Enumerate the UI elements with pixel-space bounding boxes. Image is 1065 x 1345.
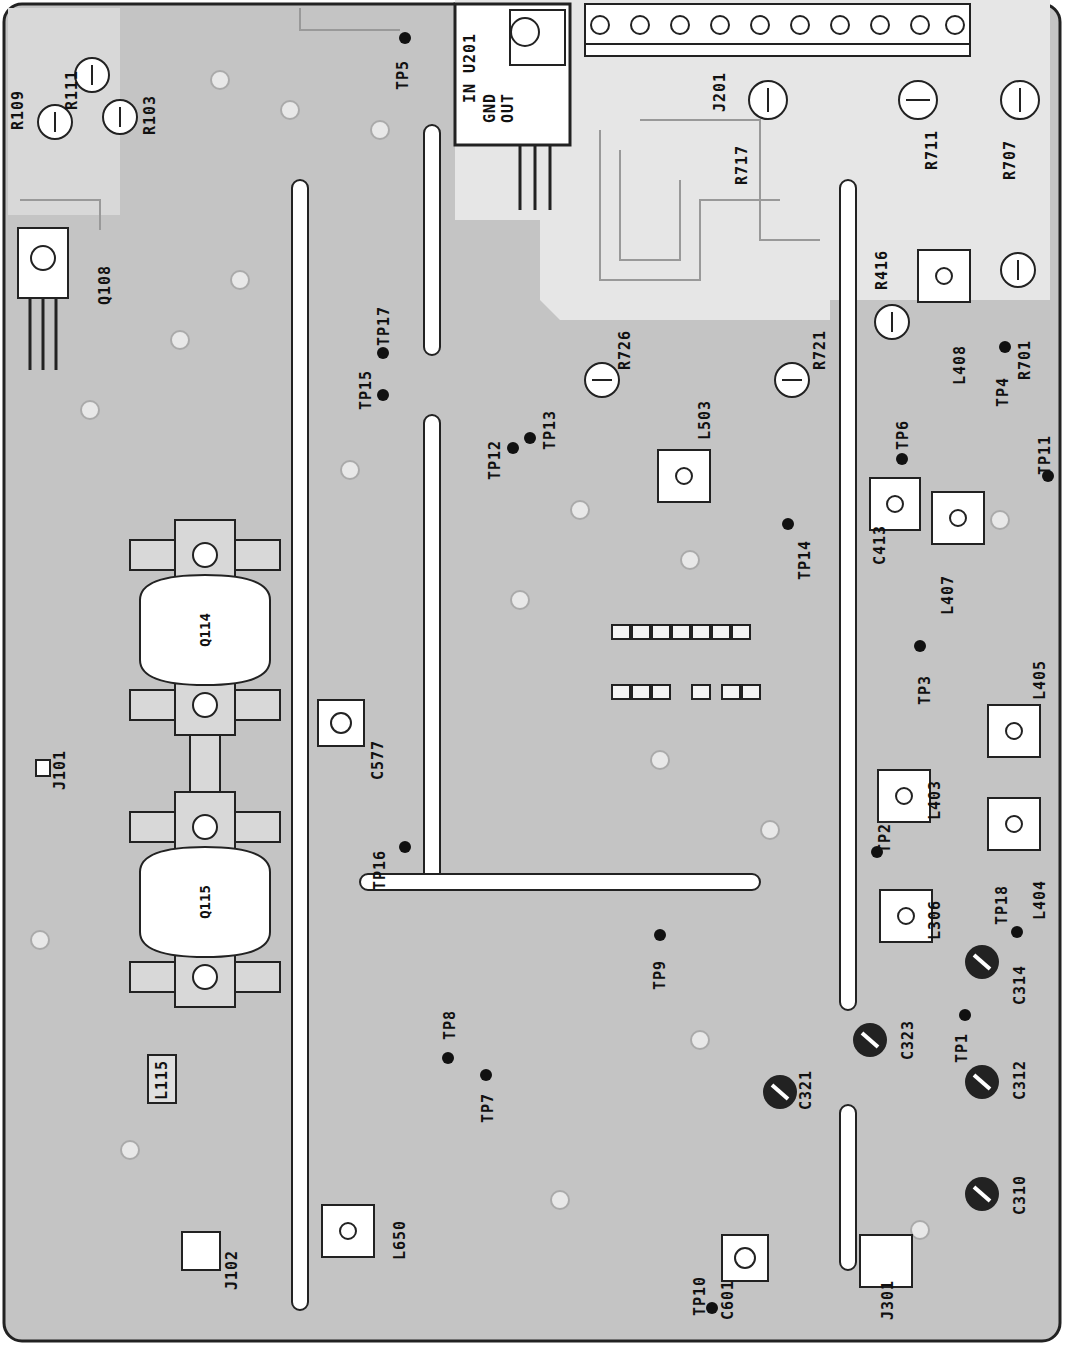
part-label: R103: [143, 95, 158, 135]
part-label: R721: [813, 330, 828, 370]
part-label: TP18: [995, 885, 1010, 925]
part-label: R111: [65, 70, 80, 110]
part-label: TP15: [359, 370, 374, 410]
part-label: R416: [875, 250, 890, 290]
part-label: TP6: [896, 420, 911, 450]
part-label: J102: [225, 1250, 240, 1290]
part-label: GND: [483, 93, 498, 123]
part-label: L408: [953, 345, 968, 385]
part-label: TP7: [481, 1093, 496, 1123]
part-label: C323: [901, 1020, 916, 1060]
part-label: L403: [928, 780, 943, 820]
part-label: R109: [11, 90, 26, 130]
part-label: C577: [371, 740, 386, 780]
part-label: C312: [1013, 1060, 1028, 1100]
part-label: TP3: [918, 675, 933, 705]
part-label: IN U201: [463, 33, 478, 103]
part-label: TP8: [443, 1010, 458, 1040]
part-label: TP16: [373, 850, 388, 890]
part-label: R717: [735, 145, 750, 185]
part-label: TP14: [798, 540, 813, 580]
part-label: L405: [1033, 660, 1048, 700]
part-label: J301: [881, 1280, 896, 1320]
part-label: L407: [941, 575, 956, 615]
part-label: TP17: [377, 306, 392, 346]
part-label: J201: [713, 72, 728, 112]
part-label: Q108: [98, 265, 113, 305]
part-label: R711: [925, 130, 940, 170]
part-label: C321: [799, 1070, 814, 1110]
transistor-package: Q115: [150, 857, 260, 947]
part-label: OUT: [501, 93, 516, 123]
part-label: TP2: [878, 823, 893, 853]
part-label: Q115: [197, 885, 213, 919]
part-label: C314: [1013, 965, 1028, 1005]
part-label: TP9: [653, 960, 668, 990]
part-label: TP5: [396, 60, 411, 90]
part-label: L503: [698, 400, 713, 440]
part-label: TP10: [693, 1276, 708, 1316]
part-label: L650: [393, 1220, 408, 1260]
part-label: R701: [1018, 340, 1033, 380]
part-label: TP1: [955, 1033, 970, 1063]
part-label: R726: [618, 330, 633, 370]
part-label: L115: [155, 1060, 170, 1100]
part-label: R707: [1003, 140, 1018, 180]
part-label: C310: [1013, 1175, 1028, 1215]
part-label: C413: [873, 525, 888, 565]
part-label: C601: [721, 1280, 736, 1320]
part-label: TP13: [543, 410, 558, 450]
part-label: TP11: [1038, 435, 1053, 475]
transistor-package: Q114: [150, 585, 260, 675]
part-label: TP12: [488, 440, 503, 480]
part-label: Q114: [197, 613, 213, 647]
part-label: L404: [1033, 880, 1048, 920]
part-label: J101: [53, 750, 68, 790]
part-label: L306: [928, 900, 943, 940]
part-label: TP4: [996, 377, 1011, 407]
